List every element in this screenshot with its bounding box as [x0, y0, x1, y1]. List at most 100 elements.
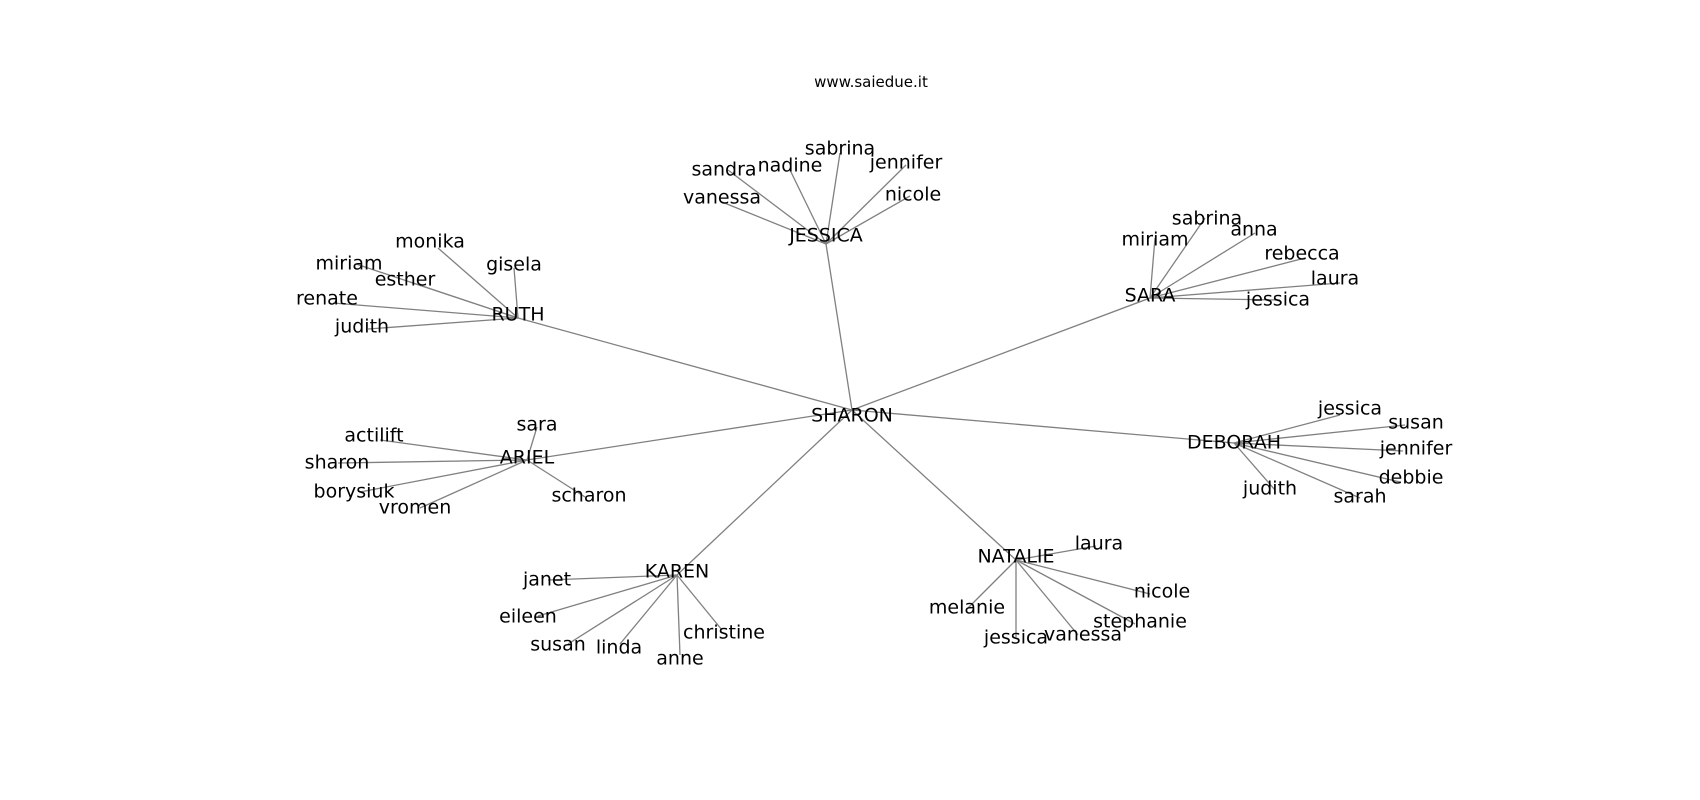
- leaf-node-label: susan: [1388, 412, 1444, 434]
- edge-sara-to-rebecca: [1149, 257, 1306, 299]
- edge-ruth-to-judith: [367, 317, 519, 330]
- edge-ariel-to-borysiuk: [359, 459, 528, 493]
- edge-natalie-to-melanie: [967, 559, 1017, 609]
- leaf-node-label: sharon: [305, 452, 370, 474]
- edge-jessica-to-nicole: [825, 195, 911, 245]
- edge-karen-to-janet: [547, 574, 678, 581]
- leaf-node-label: borysiuk: [314, 481, 395, 503]
- edge-jessica-to-sabrina: [825, 152, 841, 245]
- leaf-node-label: vanessa: [683, 187, 761, 209]
- leaf-node-label: jennifer: [1379, 438, 1453, 460]
- leaf-node-label: sarah: [1333, 486, 1386, 508]
- leaf-node-label: sabrina: [1172, 208, 1242, 230]
- leaf-node-label: jessica: [1317, 398, 1382, 420]
- edge-deborah-to-jennifer: [1233, 442, 1404, 452]
- edge-ariel-to-sharon: [337, 459, 528, 464]
- edge-natalie-to-nicole: [1015, 559, 1151, 595]
- leaf-node-label: sabrina: [805, 138, 875, 160]
- hub-node-label: RUTH: [491, 304, 544, 326]
- leaf-node-label: susan: [530, 634, 586, 656]
- leaf-node-label: renate: [296, 288, 358, 310]
- edge-karen-to-anne: [676, 574, 681, 656]
- leaf-node-label: judith: [1242, 478, 1297, 500]
- hub-node-label: DEBORAH: [1187, 432, 1281, 454]
- edge-natalie-to-stephanie: [1015, 559, 1136, 625]
- leaf-node-label: sara: [517, 414, 558, 436]
- edge-deborah-to-jessica: [1233, 414, 1341, 444]
- leaf-node-label: judith: [334, 316, 389, 338]
- edge-ruth-to-renate: [332, 302, 519, 319]
- edge-ariel-to-actilift: [379, 439, 528, 461]
- hub-node-label: NATALIE: [977, 546, 1054, 568]
- edge-deborah-to-debbie: [1233, 442, 1401, 483]
- leaf-node-label: jessica: [1245, 289, 1310, 311]
- edge-sara-to-sabrina: [1149, 217, 1206, 299]
- edge-ruth-to-monika: [437, 247, 519, 319]
- leaf-node-label: debbie: [1379, 467, 1444, 489]
- leaf-node-label: vanessa: [1044, 624, 1122, 646]
- edge-jessica-to-jennifer: [825, 164, 907, 245]
- edge-ariel-to-sara: [526, 426, 538, 461]
- edge-deborah-to-judith: [1233, 442, 1276, 491]
- leaf-node-label: scharon: [551, 485, 626, 507]
- hub-node-label: KAREN: [645, 561, 710, 583]
- edge-karen-to-susan: [567, 574, 678, 645]
- leaf-node-label: jennifer: [869, 152, 943, 174]
- leaf-node-label: gisela: [486, 254, 542, 276]
- edge-jessica-to-nadine: [789, 169, 827, 245]
- edge-sara-to-anna: [1149, 232, 1256, 299]
- leaf-node-label: miriam: [1121, 229, 1188, 251]
- edges: [332, 152, 1406, 656]
- leaf-node-label: janet: [522, 569, 571, 591]
- edge-natalie-to-laura: [1015, 545, 1097, 561]
- leaf-node-label: nadine: [758, 155, 823, 177]
- edge-center-to-ariel: [526, 409, 853, 461]
- hub-node-label: ARIEL: [500, 447, 555, 469]
- leaf-node-label: vromen: [379, 497, 452, 519]
- edge-center-to-karen: [676, 409, 853, 576]
- leaf-node-label: nicole: [885, 184, 941, 206]
- hub-node-label: JESSICA: [788, 225, 863, 247]
- center-node-label: SHARON: [811, 405, 893, 427]
- leaf-node-label: monika: [395, 231, 465, 253]
- edge-jessica-to-vanessa: [721, 201, 827, 245]
- edge-center-to-deborah: [851, 409, 1235, 444]
- hub-node-label: SARA: [1125, 285, 1176, 307]
- leaf-node-label: anne: [656, 648, 703, 670]
- site-title: www.saiedue.it: [814, 73, 928, 91]
- leaf-node-label: sandra: [691, 159, 756, 181]
- leaf-node-label: melanie: [929, 597, 1005, 619]
- edge-jessica-to-sandra: [727, 169, 827, 245]
- leaf-node-label: esther: [375, 269, 436, 291]
- edge-center-to-jessica: [825, 243, 853, 411]
- edge-center-to-ruth: [517, 317, 853, 411]
- edge-ruth-to-gisela: [513, 267, 519, 319]
- edge-karen-to-linda: [619, 574, 678, 645]
- leaf-node-label: laura: [1311, 268, 1359, 290]
- edge-sara-to-jessica: [1149, 297, 1281, 301]
- edge-ariel-to-vromen: [419, 459, 528, 509]
- leaf-node-label: jessica: [983, 627, 1048, 649]
- edge-deborah-to-susan: [1233, 424, 1406, 444]
- edge-ariel-to-scharon: [526, 459, 586, 498]
- edge-karen-to-christine: [676, 574, 723, 631]
- leaf-node-label: linda: [596, 637, 642, 659]
- leaf-node-label: nicole: [1134, 581, 1190, 603]
- leaf-node-label: eileen: [499, 606, 557, 628]
- leaf-node-label: anna: [1230, 219, 1277, 241]
- edge-center-to-natalie: [851, 409, 1017, 561]
- leaf-node-label: christine: [683, 622, 765, 644]
- edge-deborah-to-sarah: [1233, 442, 1361, 499]
- edge-ruth-to-esther: [409, 281, 519, 319]
- leaf-node-label: laura: [1075, 533, 1123, 555]
- edge-center-to-sara: [851, 297, 1151, 411]
- edge-natalie-to-vanessa: [1015, 559, 1079, 636]
- leaf-node-label: rebecca: [1264, 243, 1339, 265]
- edge-karen-to-eileen: [537, 574, 678, 617]
- leaf-node-label: stephanie: [1093, 611, 1187, 633]
- edge-sara-to-miriam: [1149, 237, 1156, 299]
- edge-sara-to-laura: [1149, 282, 1341, 299]
- leaf-node-label: miriam: [315, 253, 382, 275]
